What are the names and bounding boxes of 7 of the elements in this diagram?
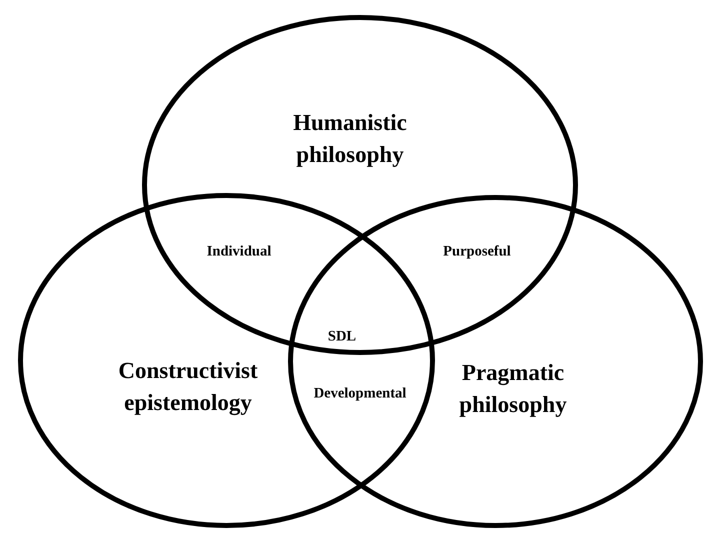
overlap-label: SDL — [328, 328, 356, 346]
set-title: Humanistic philosophy — [292, 109, 408, 169]
overlap-label: Purposeful — [443, 244, 511, 260]
set-title: Pragmatic philosophy — [458, 359, 568, 419]
overlap-label: Individual — [206, 244, 272, 260]
set-title: Constructivist epistemology — [117, 357, 259, 418]
overlap-label: Developmental — [314, 386, 406, 402]
